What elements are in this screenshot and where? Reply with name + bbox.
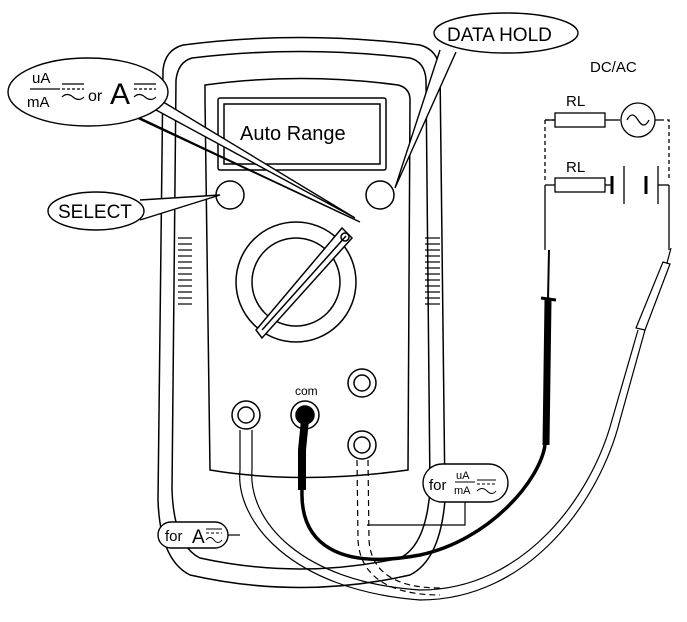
data-hold-button[interactable] — [365, 180, 395, 210]
lcd-inner — [223, 103, 381, 165]
jack-ua-ma[interactable] — [347, 430, 377, 460]
or-label: or — [88, 88, 103, 105]
rotary-dial[interactable] — [235, 221, 357, 343]
left-grip — [178, 237, 192, 305]
ua-ma-callout — [7, 57, 361, 223]
dashed-test-lead — [356, 459, 441, 596]
for-ua-prefix: for — [429, 477, 447, 494]
meter-outer-shell — [157, 36, 446, 589]
lcd-auto-range-text: Auto Range — [240, 123, 346, 145]
rl-bottom-label: RL — [566, 159, 585, 176]
meter-body — [157, 36, 446, 589]
jack-a[interactable] — [231, 400, 261, 430]
select-callout — [47, 191, 221, 231]
ua-label: uA — [32, 70, 50, 87]
meter-face-panel — [204, 77, 411, 479]
dc-ac-symbol-icon — [205, 528, 223, 543]
right-grip — [425, 237, 440, 305]
for-ua-den: mA — [454, 485, 471, 497]
com-label: com — [295, 384, 318, 398]
dc-ac-symbol-icon — [476, 479, 497, 494]
dc-ac-symbol-icon — [133, 83, 157, 101]
select-label: SELECT — [58, 202, 132, 223]
jack-extra[interactable] — [347, 368, 377, 398]
for-ua-ma-callout — [367, 463, 509, 526]
dc-battery — [610, 166, 659, 204]
rl-top-label: RL — [566, 93, 585, 110]
for-ua-num: uA — [456, 470, 470, 482]
a-big-label: A — [110, 78, 130, 111]
ua-ma-callout-content: uA mA or A — [27, 70, 157, 111]
black-test-lead — [298, 249, 557, 561]
white-test-lead — [239, 247, 672, 601]
dc-ac-symbol-icon — [61, 83, 85, 101]
circuit — [544, 102, 670, 250]
dial-pointer — [340, 232, 350, 242]
data-hold-label: DATA HOLD — [447, 25, 552, 46]
ma-label: mA — [27, 94, 50, 111]
for-a-prefix: for — [165, 528, 183, 545]
data-hold-callout — [394, 12, 579, 189]
dc-ac-label: DC/AC — [590, 59, 637, 76]
resistor-rl-top — [554, 112, 606, 128]
select-button[interactable] — [215, 180, 245, 210]
resistor-rl-bottom — [554, 177, 606, 193]
for-a-unit: A — [192, 527, 205, 548]
lcd-screen — [217, 97, 387, 171]
